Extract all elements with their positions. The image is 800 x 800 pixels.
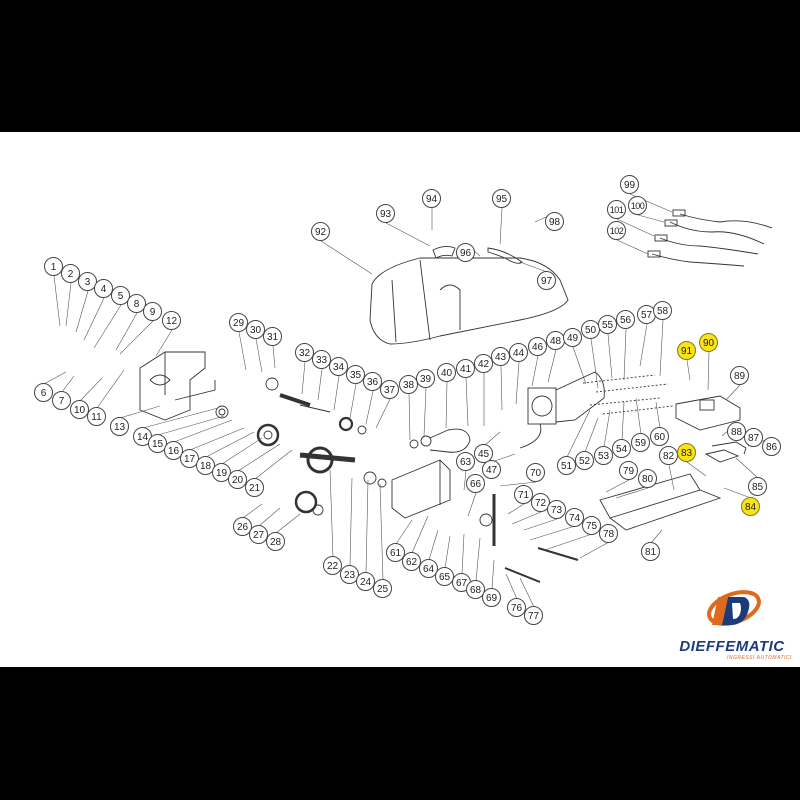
part-callout-60: 60: [650, 427, 669, 446]
part-callout-42: 42: [474, 354, 493, 373]
part-callout-90: 90: [699, 333, 718, 352]
part-callout-96: 96: [456, 243, 475, 262]
part-callout-40: 40: [437, 363, 456, 382]
part-callout-100: 100: [628, 196, 647, 215]
part-callout-91: 91: [677, 341, 696, 360]
part-callout-88: 88: [727, 422, 746, 441]
part-callout-47: 47: [482, 460, 501, 479]
part-callout-66: 66: [466, 474, 485, 493]
part-callout-53: 53: [594, 446, 613, 465]
part-callout-85: 85: [748, 477, 767, 496]
part-callout-39: 39: [416, 369, 435, 388]
part-callout-80: 80: [638, 469, 657, 488]
part-callout-7: 7: [52, 391, 71, 410]
part-callout-2: 2: [61, 264, 80, 283]
part-callout-84: 84: [741, 497, 760, 516]
part-callout-11: 11: [87, 407, 106, 426]
part-callout-94: 94: [422, 189, 441, 208]
part-callout-49: 49: [563, 328, 582, 347]
part-callout-13: 13: [110, 417, 129, 436]
part-callout-55: 55: [598, 315, 617, 334]
part-callout-51: 51: [557, 456, 576, 475]
part-callout-71: 71: [514, 485, 533, 504]
part-callout-37: 37: [380, 380, 399, 399]
part-callout-74: 74: [565, 508, 584, 527]
part-callout-1: 1: [44, 257, 63, 276]
part-callout-73: 73: [547, 500, 566, 519]
part-callout-92: 92: [311, 222, 330, 241]
part-callout-102: 102: [607, 221, 626, 240]
part-callout-86: 86: [762, 437, 781, 456]
part-callout-6: 6: [34, 383, 53, 402]
part-callout-56: 56: [616, 310, 635, 329]
part-callout-61: 61: [386, 543, 405, 562]
part-callout-21: 21: [245, 478, 264, 497]
part-callout-95: 95: [492, 189, 511, 208]
part-callout-25: 25: [373, 579, 392, 598]
part-callout-75: 75: [582, 516, 601, 535]
part-callout-79: 79: [619, 461, 638, 480]
part-callout-20: 20: [228, 470, 247, 489]
part-callout-82: 82: [659, 446, 678, 465]
part-callout-59: 59: [631, 433, 650, 452]
part-callout-83: 83: [677, 443, 696, 462]
brand-logo-mark: [707, 590, 761, 626]
part-callout-78: 78: [599, 524, 618, 543]
part-callout-50: 50: [581, 320, 600, 339]
part-callout-99: 99: [620, 175, 639, 194]
part-callout-4: 4: [94, 279, 113, 298]
part-callout-44: 44: [509, 343, 528, 362]
part-callout-54: 54: [612, 439, 631, 458]
part-callout-87: 87: [744, 428, 763, 447]
part-callout-70: 70: [526, 463, 545, 482]
part-callout-93: 93: [376, 204, 395, 223]
part-callout-28: 28: [266, 532, 285, 551]
part-callout-97: 97: [537, 271, 556, 290]
part-callout-98: 98: [545, 212, 564, 231]
part-callout-101: 101: [607, 200, 626, 219]
part-callout-19: 19: [212, 463, 231, 482]
part-callout-22: 22: [323, 556, 342, 575]
part-callout-31: 31: [263, 327, 282, 346]
part-callout-9: 9: [143, 302, 162, 321]
part-callout-48: 48: [546, 331, 565, 350]
part-callout-41: 41: [456, 359, 475, 378]
part-callout-43: 43: [491, 347, 510, 366]
brand-name: DIEFFEMATIC: [679, 638, 785, 655]
part-callout-46: 46: [528, 337, 547, 356]
cover-shell: [369, 257, 569, 345]
part-callout-76: 76: [507, 598, 526, 617]
part-callout-81: 81: [641, 542, 660, 561]
part-callout-36: 36: [363, 372, 382, 391]
part-callout-77: 77: [524, 606, 543, 625]
diagram-sheet: [0, 132, 800, 667]
part-callout-12: 12: [162, 311, 181, 330]
part-callout-34: 34: [329, 357, 348, 376]
part-callout-89: 89: [730, 366, 749, 385]
part-callout-52: 52: [575, 451, 594, 470]
brand-tagline: INGRESSI AUTOMATICI: [727, 655, 792, 661]
part-callout-58: 58: [653, 301, 672, 320]
part-callout-16: 16: [164, 441, 183, 460]
part-callout-72: 72: [531, 493, 550, 512]
part-callout-63: 63: [456, 452, 475, 471]
part-callout-69: 69: [482, 588, 501, 607]
